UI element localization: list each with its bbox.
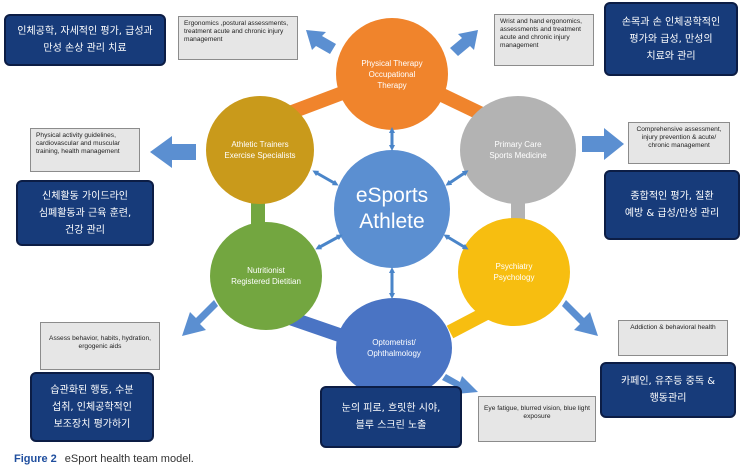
node-athletic-trainers-line1: Athletic Trainers [231,140,289,149]
note-wrist-hand: Wrist and hand ergonomics, assessments a… [494,14,594,66]
node-psychiatry-line2: Psychology [493,273,535,282]
node-esports-athlete: eSports Athlete [334,150,450,268]
korean-ml-line3: 건강 관리 [65,224,105,236]
node-physical-therapy-line2: Occupational [368,69,416,79]
node-primary-care-line1: Primary Care [494,140,542,149]
node-psychiatry: Psychiatry Psychology [458,218,570,326]
node-athletic-trainers: Athletic Trainers Exercise Specialists [206,96,314,204]
node-physical-therapy-line3: Therapy [377,80,407,90]
korean-bc-line1: 눈의 피로, 흐릿한 시야, [341,403,441,414]
korean-mr-line1: 종합적인 평가, 질환 [630,191,714,202]
korean-box-bottom-center: 눈의 피로, 흐릿한 시야, 블루 스크린 노출 [320,386,462,448]
node-nutritionist: Nutritionist Registered Dietitian [210,222,322,330]
korean-tl-line1: 인체공학, 자세적인 평가, 급성과 [17,26,153,37]
node-optometrist-line2: Ophthalmology [367,349,421,358]
note-eye-fatigue: Eye fatigue, blurred vision, blue light … [478,396,596,442]
korean-mr-line2: 예방 & 급성/만성 관리 [624,208,720,219]
korean-bl-line3: 보조장치 평가하기 [53,418,131,430]
node-optometrist: Optometrist/ Ophthalmology [336,298,452,398]
connector-pt-athletic [289,85,348,119]
note-comprehensive: Comprehensive assessment, injury prevent… [628,122,730,164]
node-psychiatry-line1: Psychiatry [495,262,533,271]
korean-tr-line1: 손목과 손 인체공학적인 [621,16,721,28]
note-addiction: Addiction & behavioral health [618,320,728,356]
korean-box-middle-left: 신체활동 가이드라인 심폐활동과 근육 훈련, 건강 관리 [16,180,154,246]
center-line1: eSports [355,184,429,207]
figure-number: Figure 2 [14,453,57,465]
korean-bl-line1: 습관화된 행동, 수분 [50,384,134,396]
node-optometrist-line1: Optometrist/ [372,338,416,347]
node-primary-care-line2: Sports Medicine [489,151,547,160]
korean-tl-line2: 만성 손상 관리 치료 [43,43,127,54]
korean-box-top-right: 손목과 손 인체공학적인 평가와 급성, 만성의 치료와 관리 [604,2,738,76]
node-nutritionist-line2: Registered Dietitian [231,277,301,286]
korean-box-bottom-right: 카페인, 유주등 중독 & 행동관리 [600,362,736,418]
korean-box-bottom-left: 습관화된 행동, 수분 섭취, 인체공학적인 보조장치 평가하기 [30,372,154,442]
korean-bl-line2: 섭취, 인체공학적인 [52,401,132,413]
node-physical-therapy: Physical Therapy Occupational Therapy [336,18,448,130]
korean-bc-line2: 블루 스크린 노출 [355,420,427,431]
node-athletic-trainers-line2: Exercise Specialists [224,151,296,160]
node-primary-care: Primary Care Sports Medicine [460,96,576,204]
note-ergonomics: Ergonomics ,postural assessments, treatm… [178,16,298,60]
figure-caption: Figure 2 eSport health team model. [14,453,194,465]
center-line2: Athlete [359,210,425,233]
node-nutritionist-line1: Nutritionist [247,266,285,275]
korean-box-middle-right: 종합적인 평가, 질환 예방 & 급성/만성 관리 [604,170,740,240]
korean-br-line2: 행동관리 [649,393,687,404]
korean-box-top-left: 인체공학, 자세적인 평가, 급성과 만성 손상 관리 치료 [4,14,166,66]
figure-caption-text: eSport health team model. [64,453,194,465]
korean-br-line1: 카페인, 유주등 중독 & [620,376,716,387]
korean-tr-line3: 치료와 관리 [646,50,696,62]
note-assess-behavior: Assess behavior, habits, hydration, ergo… [40,322,160,370]
korean-ml-line2: 심폐활동과 근육 훈련, [38,207,132,219]
node-physical-therapy-line1: Physical Therapy [361,58,423,68]
korean-tr-line2: 평가와 급성, 만성의 [629,33,713,45]
note-physical-activity: Physical activity guidelines, cardiovasc… [30,128,140,172]
korean-ml-line1: 신체활동 가이드라인 [42,190,128,202]
